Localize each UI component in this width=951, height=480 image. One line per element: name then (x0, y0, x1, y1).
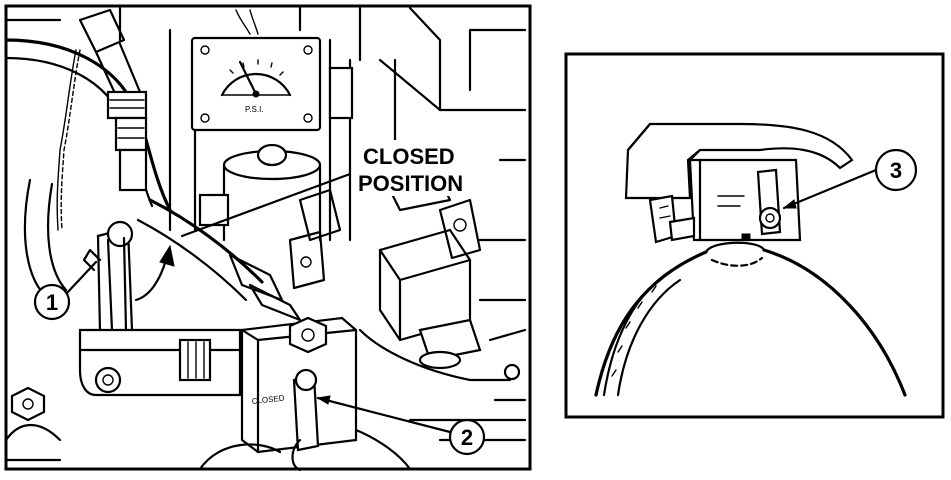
right-valve-body (648, 158, 802, 244)
manifold-block (78, 328, 242, 397)
side-hose (23, 178, 68, 302)
pressure-gauge: P.S.I. (190, 36, 322, 132)
tube-line (358, 328, 512, 382)
center-pipe (168, 28, 197, 232)
cylinder-top (198, 428, 412, 471)
callout-2-circle (448, 418, 486, 456)
closed-position-label-bg (354, 140, 472, 196)
closed-position-line2: POSITION (358, 171, 463, 196)
valve-plate-text: CLOSED (251, 394, 285, 406)
svg-text:P.S.I.: P.S.I. (245, 105, 264, 114)
closed-position-line1: CLOSED (363, 144, 455, 169)
left-panel-border (4, 4, 532, 471)
left-valve-lever (82, 220, 134, 334)
callout-3-number: 3 (890, 158, 902, 183)
closed-position-leader (180, 172, 352, 238)
cylinder-valve-block (240, 316, 358, 472)
callout-1-leader (64, 260, 98, 296)
callout-1-number: 1 (46, 290, 58, 315)
arrow-head (159, 244, 175, 267)
cylinder-left-shoulder (594, 250, 708, 397)
diagonal-hose (148, 198, 264, 284)
right-panel-border (564, 52, 945, 419)
diagonal-hose-fitting (228, 253, 302, 322)
background-frame (4, 6, 527, 112)
right-panel: 3 (564, 52, 945, 419)
left-panel: P.S.I. (4, 4, 532, 472)
gauge-chain (56, 9, 259, 231)
hose-fittings (78, 8, 148, 192)
closing-direction-arrow (134, 258, 168, 302)
cylinder-right-shoulder (762, 248, 907, 397)
callout-3-circle (874, 148, 918, 192)
cylinder-strap (602, 268, 682, 397)
bracket-hardware (288, 178, 482, 370)
callout-3-leader (782, 168, 878, 210)
hex-bolt (10, 386, 46, 422)
callout-2-leader (316, 396, 452, 434)
callout-2-number: 2 (461, 425, 473, 450)
callout-1-circle (33, 283, 71, 321)
